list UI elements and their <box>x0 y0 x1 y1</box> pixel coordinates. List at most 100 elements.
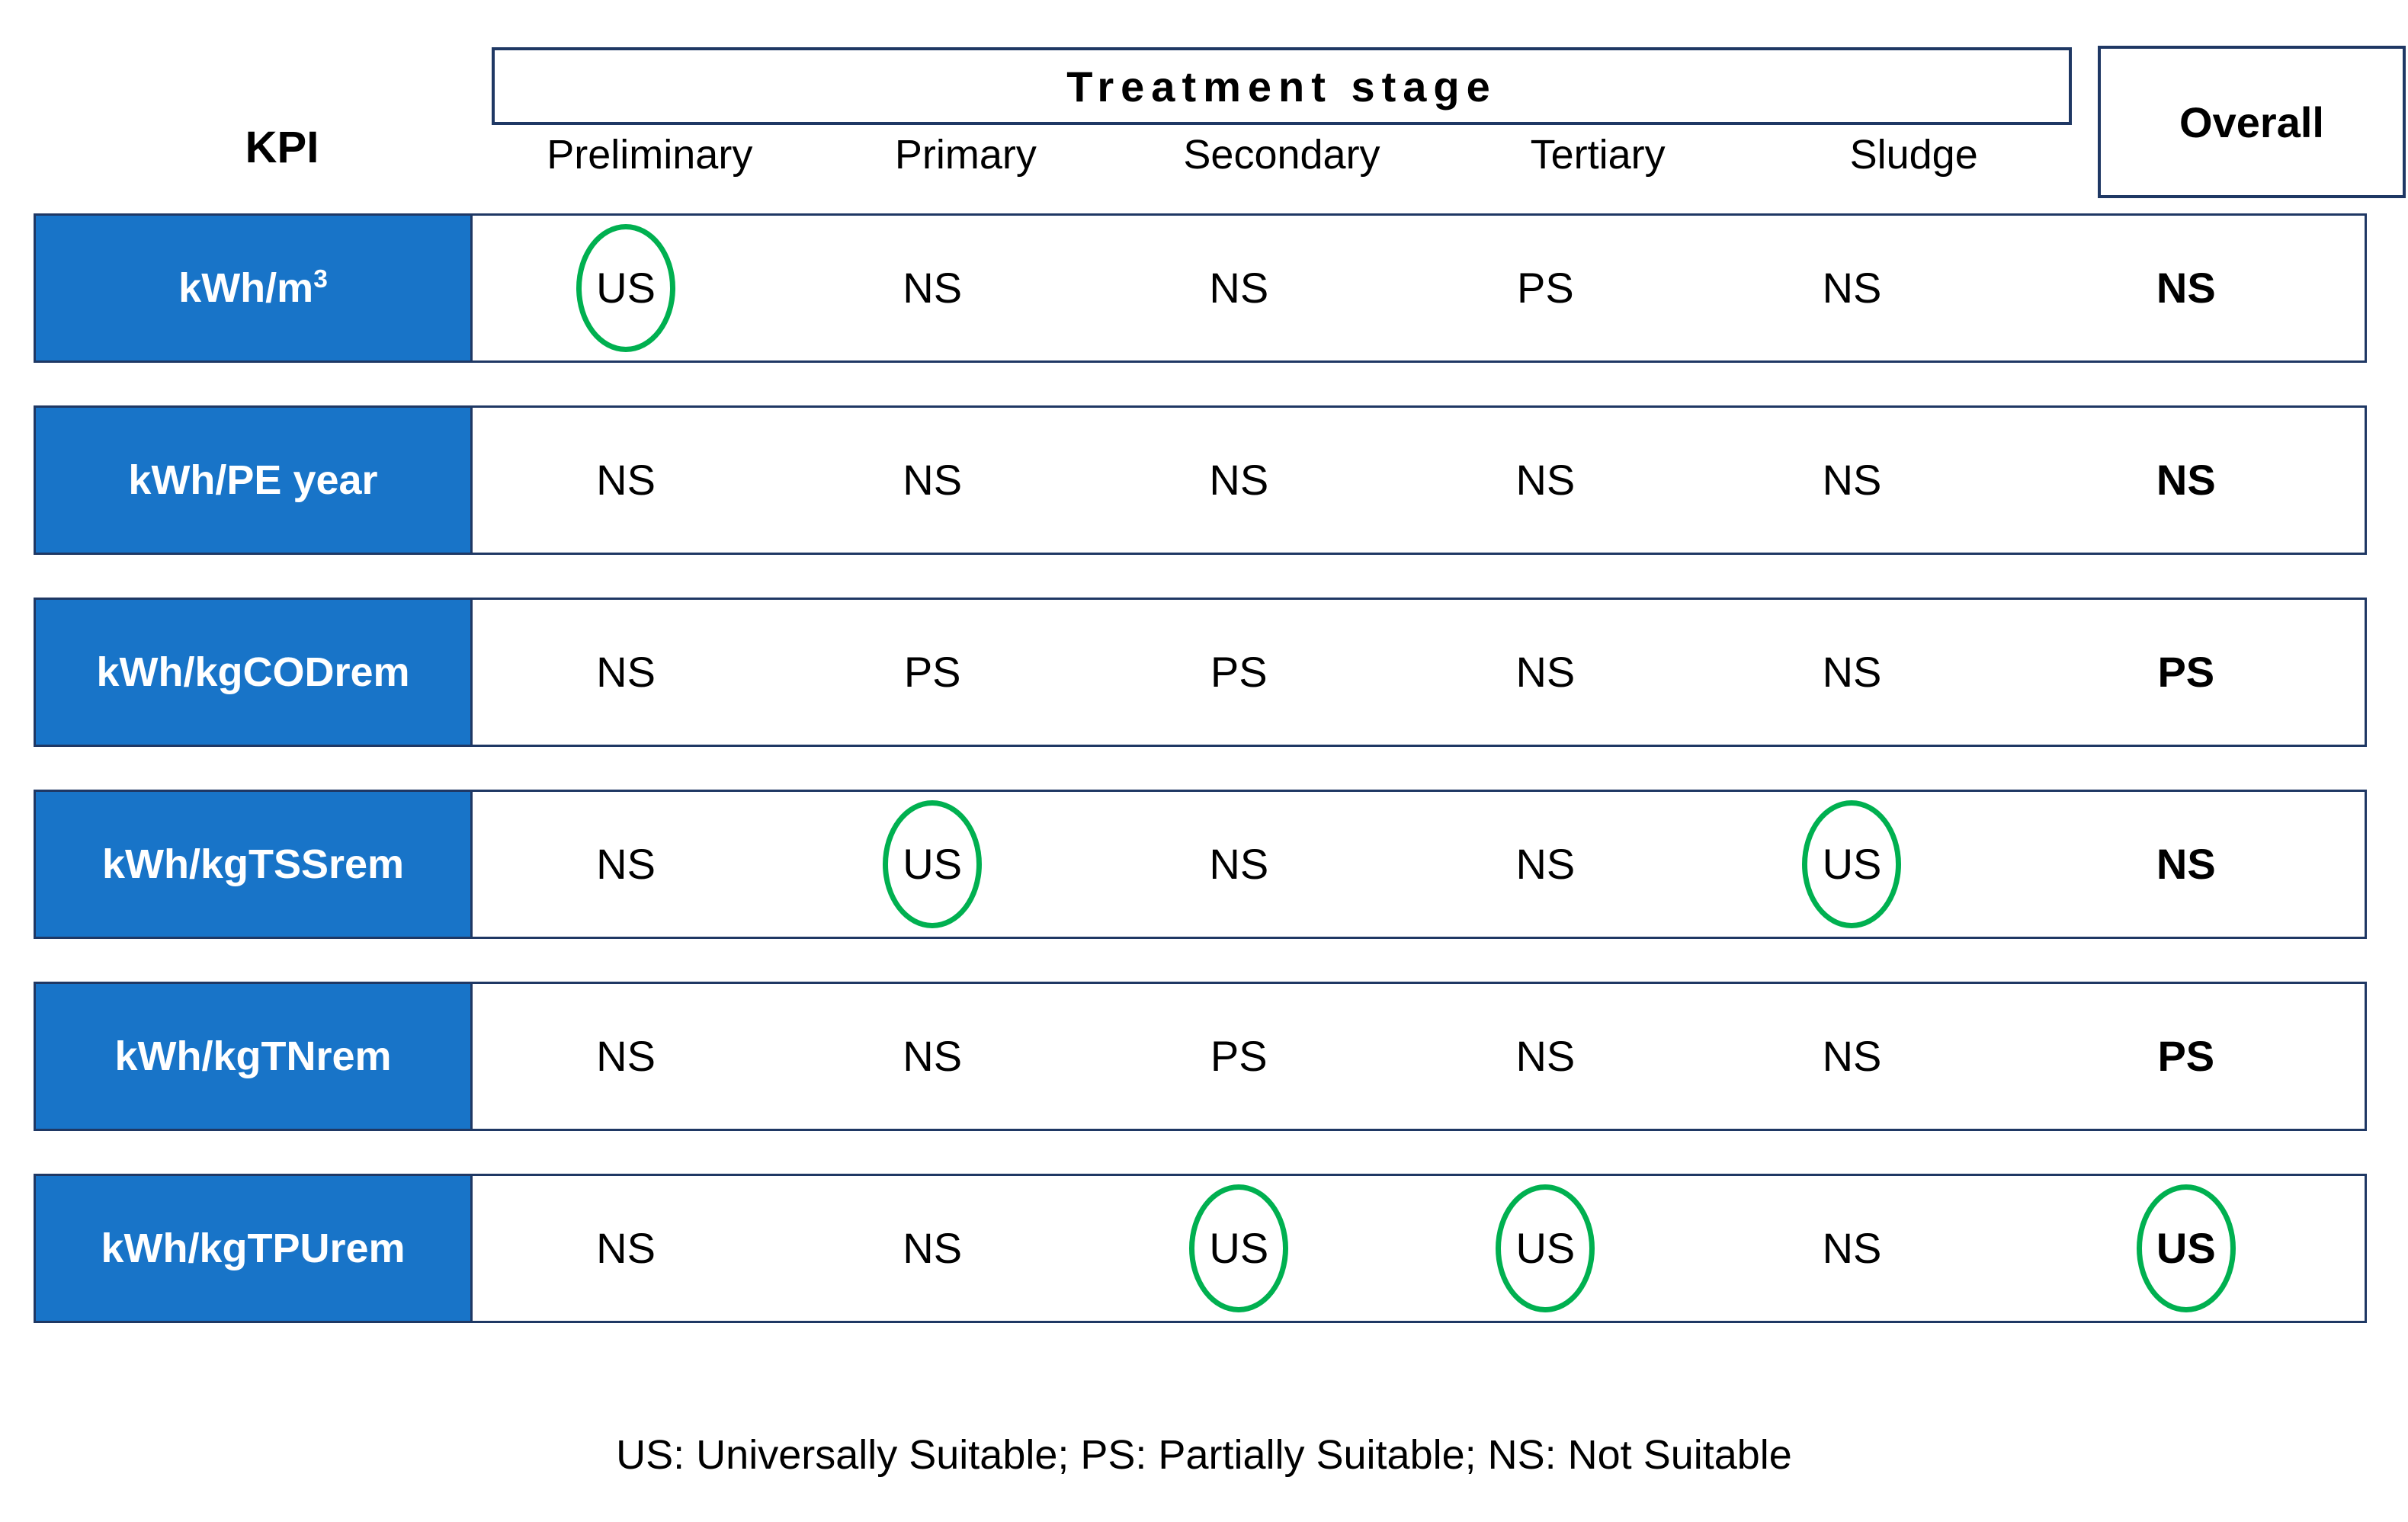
value-cell: NS <box>779 982 1085 1131</box>
kpi-cell-label: kWh/m3 <box>178 265 328 311</box>
highlight-circle-icon <box>576 224 676 352</box>
value-cell: NS <box>779 405 1085 555</box>
kpi-cell-label: kWh/kgCODrem <box>96 649 410 695</box>
suitability-value: NS <box>596 648 656 696</box>
suitability-value: NS <box>903 264 963 312</box>
value-cell: NS <box>473 405 779 555</box>
value-cell: NS <box>779 1174 1085 1323</box>
suitability-value: US <box>1209 1224 1269 1272</box>
value-cell: NS <box>2006 405 2367 555</box>
value-cell: NS <box>473 982 779 1131</box>
kpi-cell-label: kWh/kgTPUrem <box>101 1226 406 1271</box>
value-cell: NS <box>1698 213 2005 363</box>
value-cell: US <box>1698 790 2005 939</box>
suitability-value: NS <box>903 456 963 504</box>
value-cell: NS <box>1392 982 1698 1131</box>
kpi-column-title: KPI <box>245 123 319 172</box>
suitability-value: US <box>596 264 656 312</box>
suitability-value: PS <box>903 648 961 696</box>
suitability-value: US <box>2156 1224 2216 1272</box>
suitability-value: US <box>903 840 963 888</box>
suitability-value: NS <box>1822 648 1882 696</box>
suitability-value: NS <box>1209 264 1269 312</box>
suitability-value: NS <box>1822 456 1882 504</box>
value-cell: US <box>2006 1174 2367 1323</box>
legend-text: US: Universally Suitable; PS: Partially … <box>616 1432 1792 1478</box>
suitability-value: NS <box>903 1032 963 1080</box>
value-cell: NS <box>1392 405 1698 555</box>
value-cell: NS <box>1698 1174 2005 1323</box>
suitability-value: NS <box>1515 1032 1576 1080</box>
value-cell: US <box>779 790 1085 939</box>
value-cell: NS <box>473 598 779 747</box>
table-row: kWh/kgCODrem NS PS PS NS NS PS <box>0 598 2408 747</box>
suitability-value: NS <box>1822 264 1882 312</box>
value-cell: NS <box>779 213 1085 363</box>
value-cell: US <box>1085 1174 1392 1323</box>
table-header: KPI Treatment stage Overall Preliminary P… <box>0 0 2408 213</box>
kpi-cell-label: kWh/kgTNrem <box>114 1033 392 1079</box>
suitability-value: NS <box>1515 648 1576 696</box>
kpi-cell: kWh/kgTPUrem <box>34 1174 473 1323</box>
highlight-circle-icon <box>1802 800 1902 928</box>
highlight-circle-icon <box>2136 1184 2236 1312</box>
value-cell: NS <box>473 1174 779 1323</box>
value-cell: NS <box>1085 213 1392 363</box>
table-row: kWh/kgTNrem NS NS PS NS NS PS <box>0 982 2408 1131</box>
suitability-value: PS <box>1517 264 1574 312</box>
kpi-cell: kWh/kgTSSrem <box>34 790 473 939</box>
stage-header-preliminary: Preliminary <box>547 132 753 178</box>
value-strip: NS NS US US NS US <box>473 1174 2367 1323</box>
highlight-circle-icon <box>1496 1184 1595 1312</box>
kpi-cell-label: kWh/PE year <box>128 457 378 503</box>
suitability-value: NS <box>1209 456 1269 504</box>
suitability-value: PS <box>2157 648 2215 696</box>
suitability-value: NS <box>1822 1032 1882 1080</box>
table-row: kWh/PE year NS NS NS NS NS NS <box>0 405 2408 555</box>
suitability-value: NS <box>596 840 656 888</box>
overall-title: Overall <box>2179 98 2324 146</box>
value-cell: NS <box>1085 405 1392 555</box>
value-cell: PS <box>779 598 1085 747</box>
suitability-value: NS <box>596 456 656 504</box>
value-cell: US <box>1392 1174 1698 1323</box>
suitability-value: PS <box>2157 1032 2215 1080</box>
treatment-stage-title: Treatment stage <box>1066 62 1497 111</box>
suitability-value: NS <box>1209 840 1269 888</box>
suitability-value: US <box>1515 1224 1576 1272</box>
treatment-stage-group-header: Treatment stage <box>492 47 2072 125</box>
value-cell: PS <box>2006 598 2367 747</box>
suitability-value: NS <box>596 1032 656 1080</box>
value-strip: NS PS PS NS NS PS <box>473 598 2367 747</box>
value-cell: PS <box>1085 598 1392 747</box>
suitability-value: NS <box>596 1224 656 1272</box>
value-cell: NS <box>1698 405 2005 555</box>
stage-header-tertiary: Tertiary <box>1530 132 1666 178</box>
value-strip: NS NS PS NS NS PS <box>473 982 2367 1131</box>
suitability-value: NS <box>1515 456 1576 504</box>
suitability-value: NS <box>2156 456 2216 504</box>
kpi-cell: kWh/kgTNrem <box>34 982 473 1131</box>
value-cell: NS <box>1698 598 2005 747</box>
kpi-cell: kWh/PE year <box>34 405 473 555</box>
suitability-value: PS <box>1210 1032 1268 1080</box>
value-strip: US NS NS PS NS NS <box>473 213 2367 363</box>
highlight-circle-icon <box>883 800 983 928</box>
value-cell: PS <box>2006 982 2367 1131</box>
value-cell: NS <box>2006 213 2367 363</box>
kpi-cell: kWh/m3 <box>34 213 473 363</box>
suitability-value: PS <box>1210 648 1268 696</box>
kpi-superscript: 3 <box>313 265 328 293</box>
value-cell: NS <box>1392 598 1698 747</box>
kpi-cell: kWh/kgCODrem <box>34 598 473 747</box>
table-row: kWh/m3 US NS NS PS NS NS <box>0 213 2408 363</box>
stage-header-primary: Primary <box>894 132 1037 178</box>
value-cell: NS <box>1392 790 1698 939</box>
suitability-value: NS <box>2156 840 2216 888</box>
kpi-cell-label: kWh/kgTSSrem <box>101 841 405 887</box>
